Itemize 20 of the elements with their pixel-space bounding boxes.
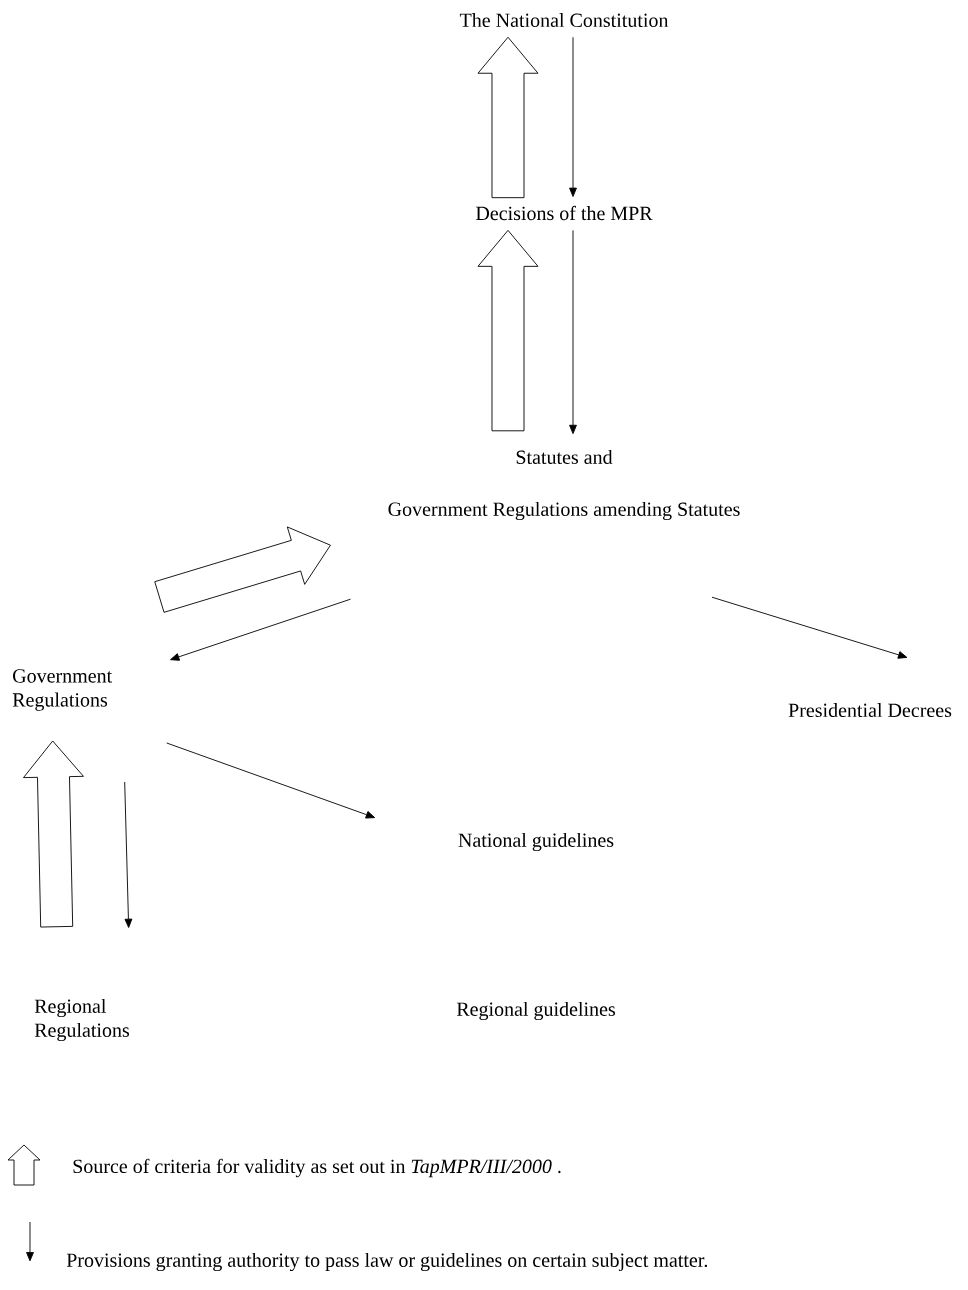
node-label: Decisions of the MPR — [475, 205, 653, 221]
node-label: Presidential Decrees — [788, 702, 952, 718]
block-arrow — [477, 229, 539, 432]
legend-text: Source of criteria for validity as set out in TapMPR/III/2000 . — [73, 1158, 561, 1178]
legend-text: Provisions granting authority to pass law or guidelines on certain subject matter. — [66, 1252, 708, 1272]
arrow — [569, 36, 577, 197]
block-arrow — [477, 36, 539, 199]
node-label: Statutes and Government Regulations amending Statutes — [388, 449, 740, 521]
node-label: The National Constitution — [459, 12, 669, 28]
node-label: Government Regulations — [12, 669, 113, 711]
block-arrow — [154, 526, 331, 613]
arrow — [166, 742, 376, 819]
node-label: Regional guidelines — [456, 1001, 615, 1021]
node-label: National guidelines — [458, 832, 614, 852]
arrow — [170, 598, 351, 661]
node-label: Regional Regulations — [34, 998, 130, 1042]
arrow — [124, 781, 133, 928]
block-arrow — [23, 740, 84, 928]
arrow — [711, 596, 908, 659]
arrow — [569, 229, 577, 435]
